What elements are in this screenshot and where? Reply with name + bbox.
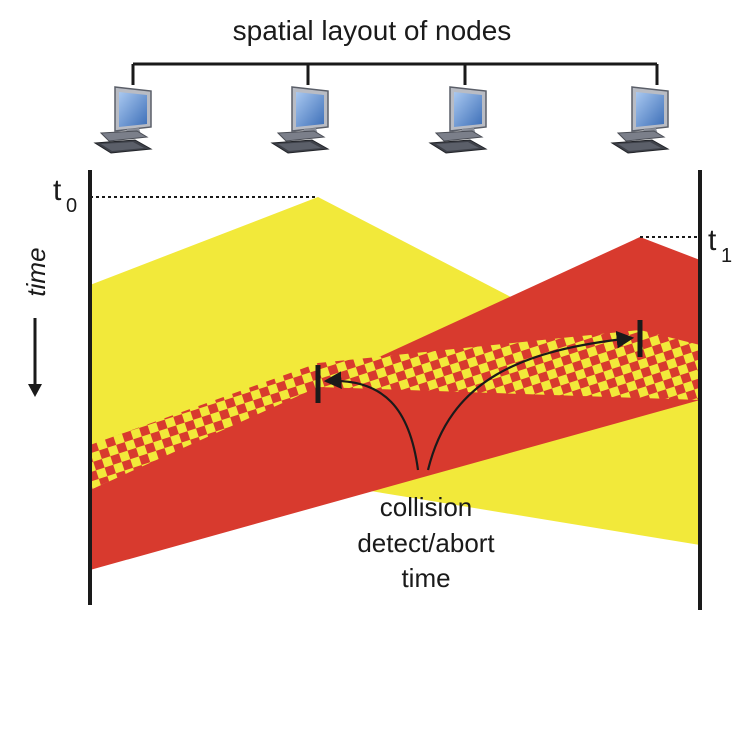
svg-text:t: t [53, 174, 62, 207]
computer-icon [428, 86, 488, 154]
annotation-line-3: time [401, 563, 450, 593]
diagram-title: spatial layout of nodes [233, 15, 512, 46]
nodes [93, 86, 670, 154]
svg-text:t: t [708, 224, 717, 257]
t1-label: t 1 [708, 224, 732, 267]
t0-label: t 0 [53, 174, 77, 217]
bus [131, 62, 659, 85]
collision-region [90, 330, 700, 490]
svg-text:1: 1 [721, 245, 732, 267]
time-arrow [28, 318, 42, 397]
svg-text:0: 0 [66, 195, 77, 217]
arrow-to-right-detect [426, 330, 635, 471]
arrow-to-left-detect [323, 371, 420, 471]
collision-annotation: collision detect/abort time [357, 492, 495, 593]
annotation-line-2: detect/abort [357, 528, 495, 558]
computer-icon [270, 86, 330, 154]
computer-icon [93, 86, 153, 154]
annotation-line-1: collision [380, 492, 473, 522]
computer-icon [610, 86, 670, 154]
time-axis-label: time [21, 247, 51, 296]
red-signal [90, 237, 700, 570]
